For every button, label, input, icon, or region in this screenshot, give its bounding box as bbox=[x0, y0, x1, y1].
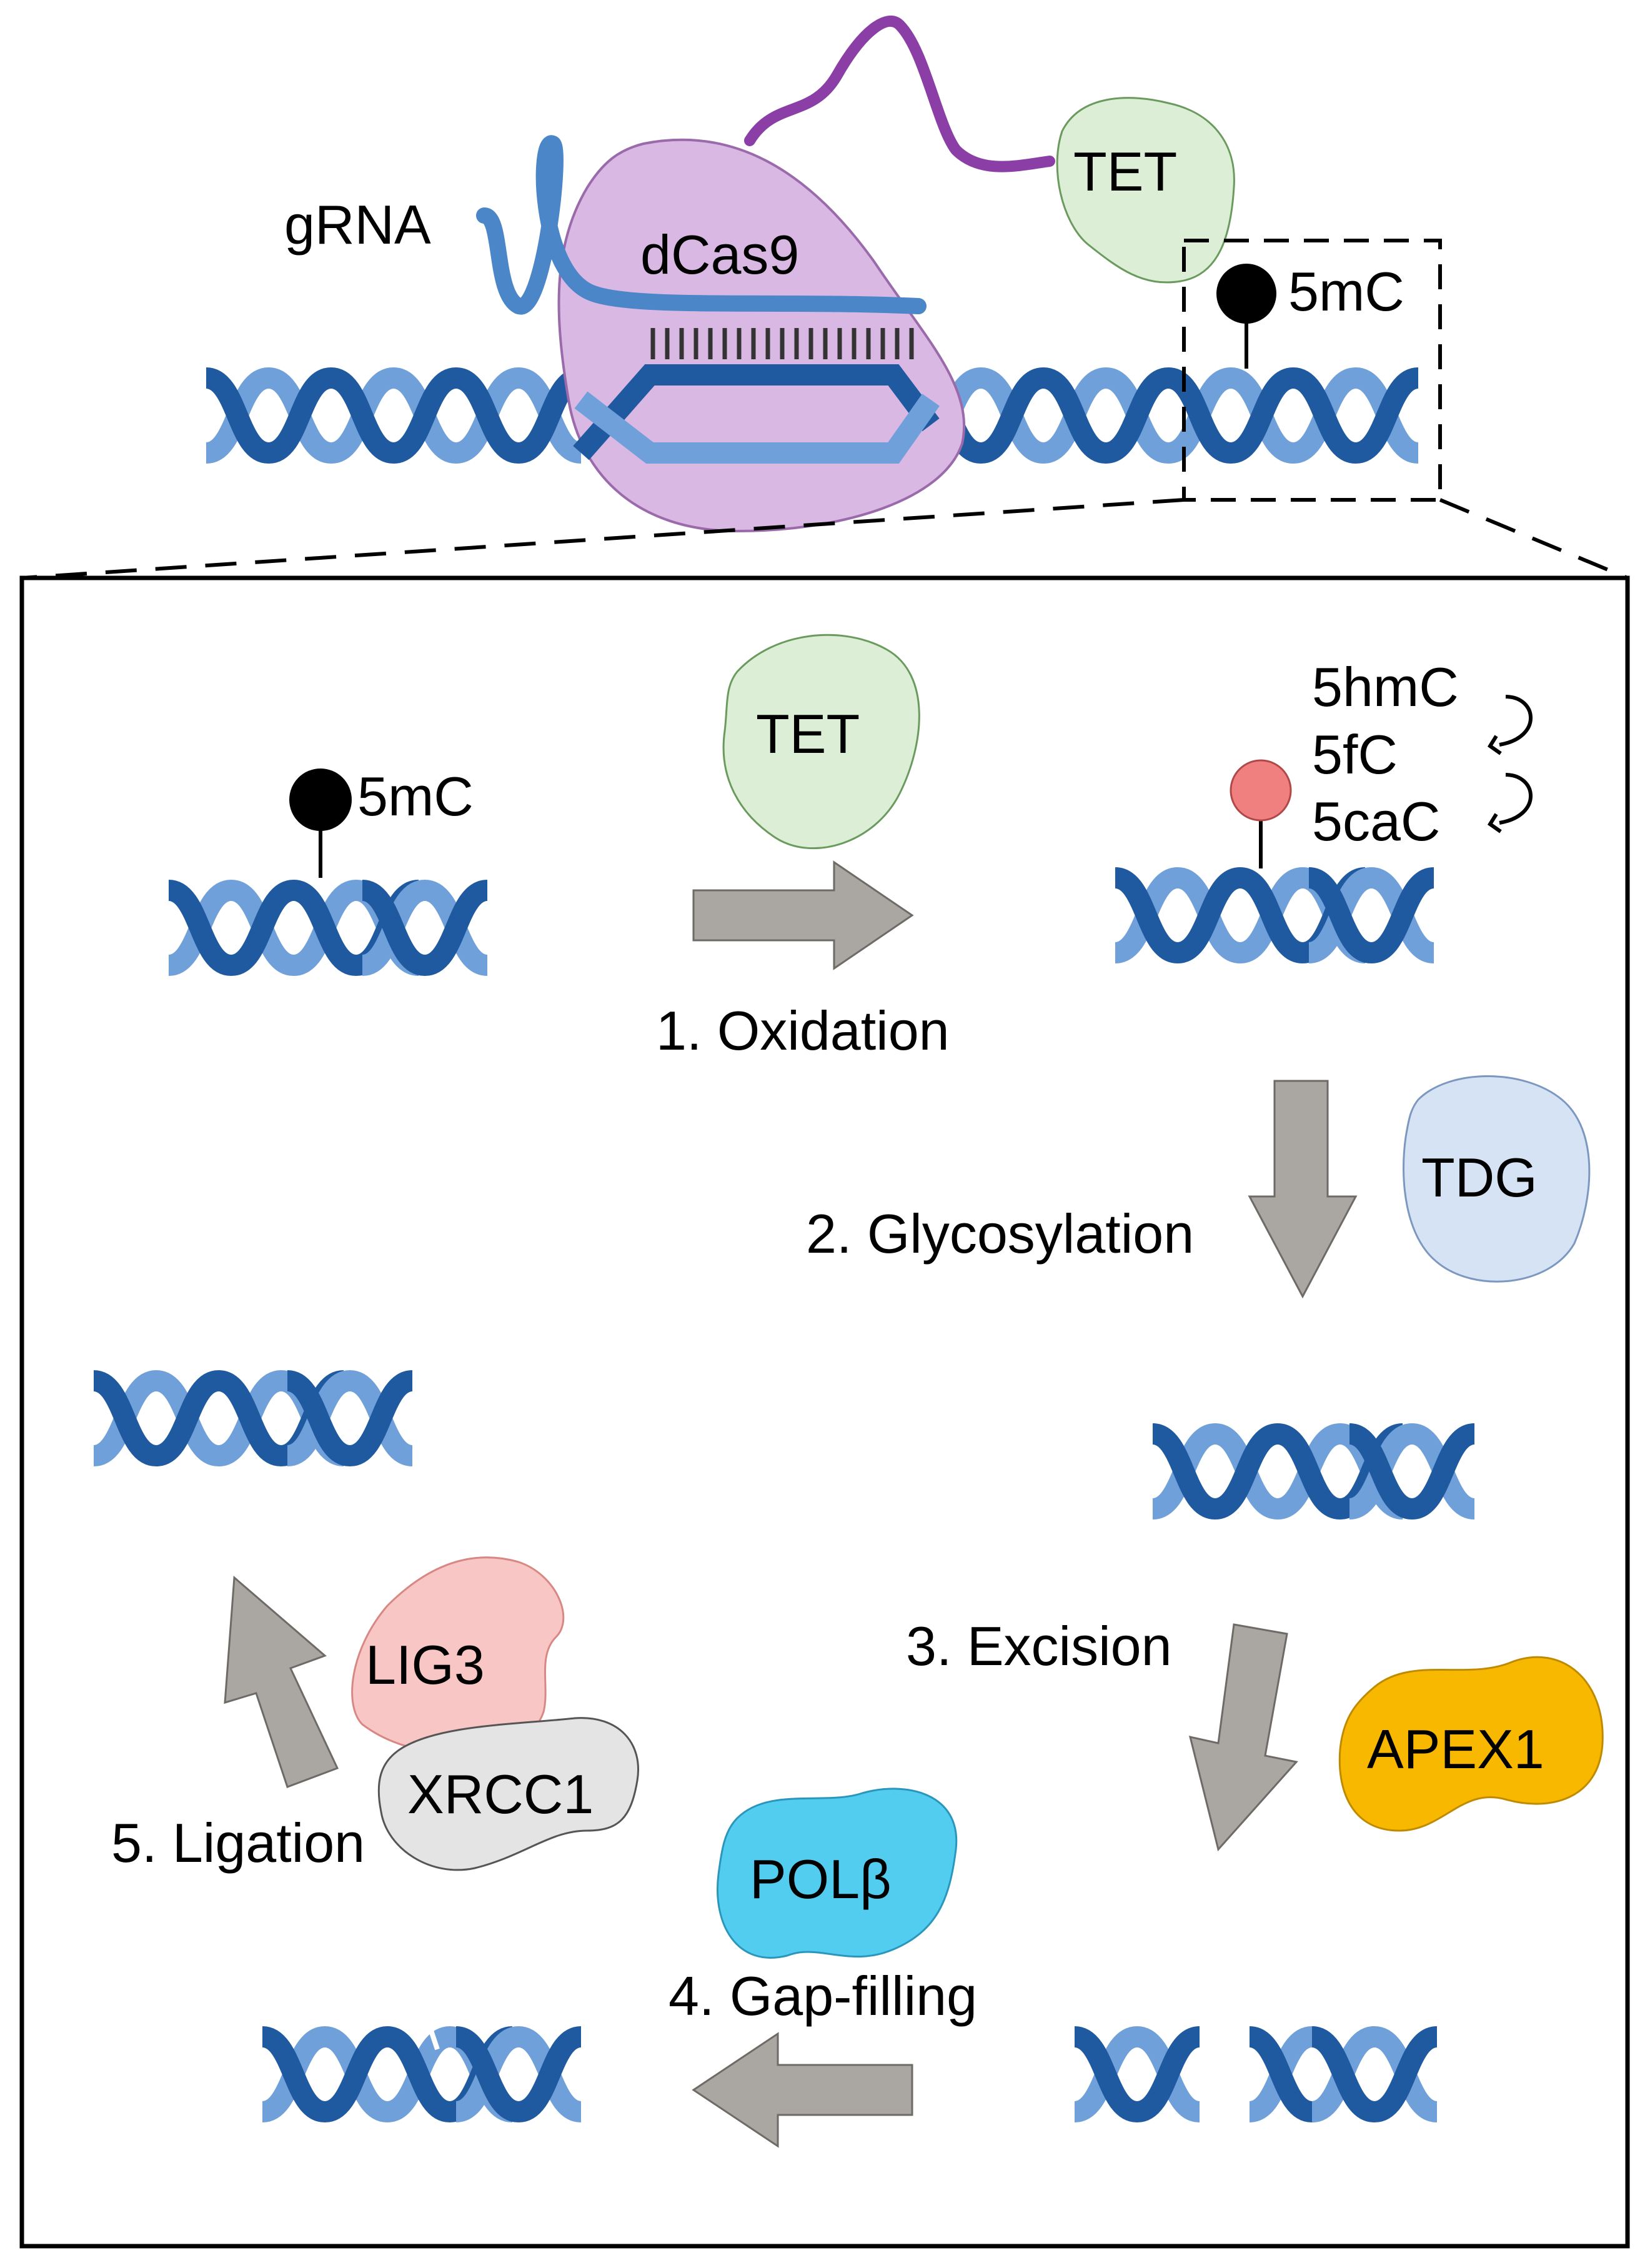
zoom-line-right bbox=[1439, 498, 1629, 580]
oxidized-form-5fc: 5fC bbox=[1312, 724, 1398, 785]
oxidation-label: 1. Oxidation bbox=[656, 1000, 950, 1062]
methyl-cytosine-dot bbox=[289, 768, 352, 831]
xrcc1-enzyme bbox=[377, 1717, 639, 1871]
xrcc1-label: XRCC1 bbox=[407, 1763, 594, 1825]
oxidized-form-5cac: 5caC bbox=[1312, 790, 1440, 852]
gapped-dna bbox=[1075, 2037, 1437, 2112]
excision-label: 3. Excision bbox=[906, 1615, 1172, 1677]
lig3-enzyme bbox=[351, 1556, 565, 1753]
unwound-dna-strands bbox=[573, 364, 940, 464]
oxidized-form-5hmc: 5hmC bbox=[1312, 656, 1459, 718]
arrow-oxidation[interactable] bbox=[692, 860, 914, 970]
oxidized-cytosine-dot bbox=[1230, 759, 1292, 822]
tdg-label: TDG bbox=[1421, 1146, 1538, 1208]
polb-label: POLβ bbox=[750, 1848, 892, 1910]
lig3-label: LIG3 bbox=[365, 1634, 485, 1696]
top-panel: gRNA dCas9 TET 5mC bbox=[21, 16, 1629, 580]
grna-strand bbox=[476, 135, 927, 315]
tet-label-detail: TET bbox=[756, 703, 860, 765]
tdg-enzyme bbox=[1403, 1075, 1591, 1283]
tet-label-top: TET bbox=[1073, 141, 1177, 202]
zoom-box bbox=[1182, 239, 1442, 502]
arrow-gap-filling[interactable] bbox=[692, 2032, 913, 2148]
start-mark-label: 5mC bbox=[357, 765, 474, 827]
oxidized-dna bbox=[1115, 759, 1434, 953]
arrow-ligation[interactable] bbox=[224, 1575, 339, 1788]
detail-panel-border bbox=[19, 575, 1630, 2249]
detail-panel: 5mC TET 1. Oxidation 5hmC 5fC 5caC 2. Gl… bbox=[94, 634, 1604, 2148]
mark-label-top: 5mC bbox=[1288, 261, 1404, 322]
apex1-enzyme bbox=[1338, 1656, 1604, 1832]
apex1-label: APEX1 bbox=[1367, 1718, 1544, 1780]
methyl-cytosine-dot bbox=[1216, 264, 1276, 324]
ligation-label: 5. Ligation bbox=[111, 1812, 365, 1874]
arrow-excision[interactable] bbox=[1188, 1623, 1298, 1852]
arrow-glycosylation[interactable] bbox=[1248, 1080, 1358, 1299]
tet-enzyme-top bbox=[1056, 97, 1235, 284]
polb-enzyme bbox=[717, 1788, 958, 1959]
abasic-dna bbox=[1153, 1434, 1474, 1509]
dcas9-label: dCas9 bbox=[640, 224, 799, 286]
repaired-dna bbox=[94, 1381, 412, 1456]
grna-label: gRNA bbox=[284, 194, 431, 256]
dcas9-protein bbox=[557, 138, 966, 533]
methyl-mark-top bbox=[1216, 264, 1276, 369]
methylated-dna bbox=[169, 768, 487, 965]
zoom-line-left bbox=[21, 498, 1185, 580]
tet-enzyme-detail bbox=[722, 634, 920, 850]
glycosylation-label: 2. Glycosylation bbox=[806, 1203, 1194, 1265]
oxidation-cycle-arrows bbox=[1487, 695, 1533, 833]
gap-filling-label: 4. Gap-filling bbox=[668, 1965, 977, 2027]
grna-dna-pairing-ticks bbox=[650, 328, 914, 359]
dcas9-tet-linker bbox=[744, 16, 1055, 172]
gap-filled-dna bbox=[262, 2031, 581, 2112]
